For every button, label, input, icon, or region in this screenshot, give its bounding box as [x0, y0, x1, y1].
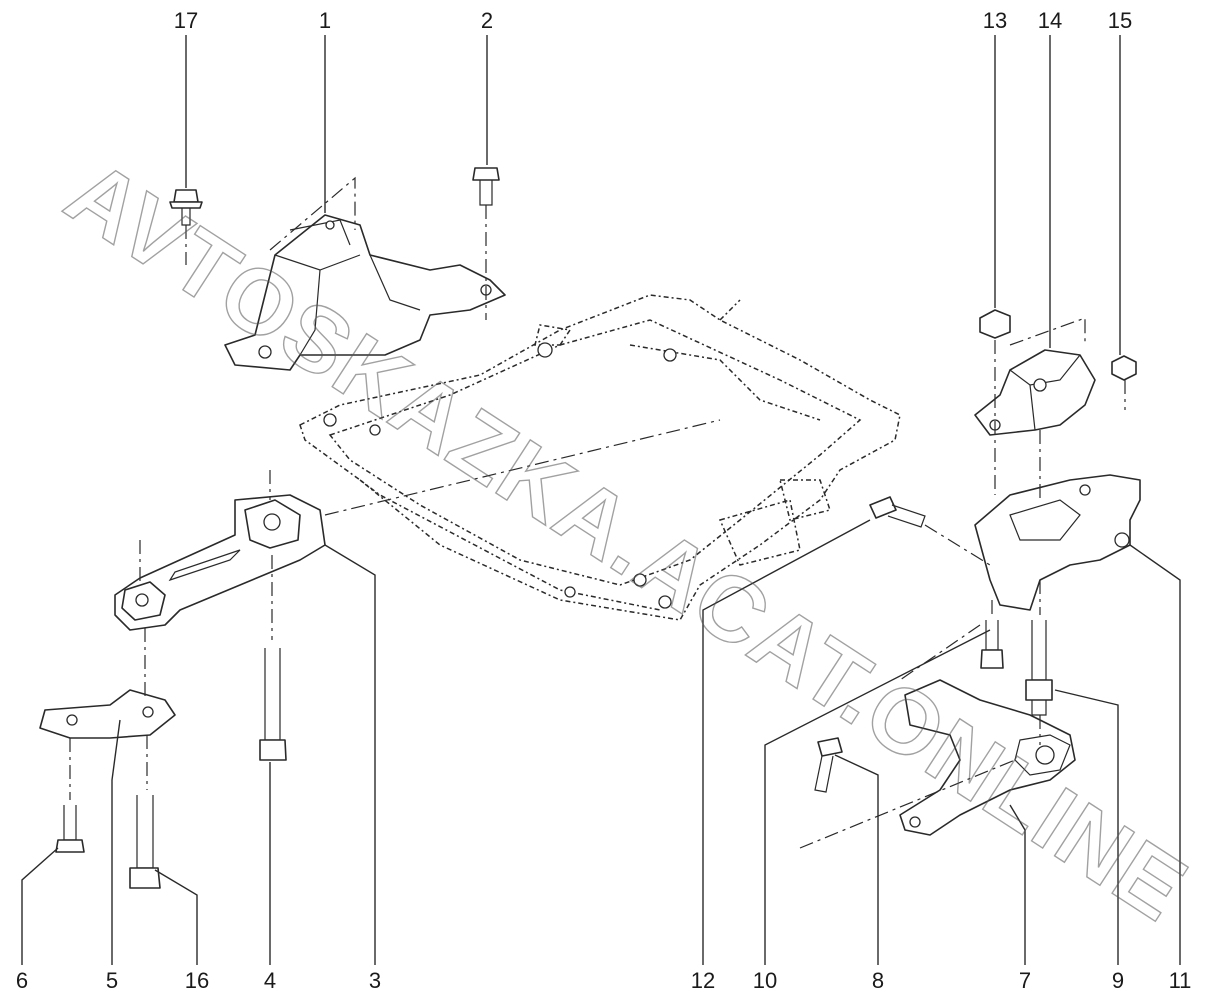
- nut-13: [979, 309, 1011, 339]
- callout-16: 16: [185, 968, 209, 993]
- callout-13: 13: [983, 8, 1007, 33]
- callout-5: 5: [106, 968, 118, 993]
- callout-17: 17: [174, 8, 198, 33]
- leader-lines: [21, 35, 1181, 965]
- callout-11: 11: [1169, 968, 1192, 993]
- callout-15: 15: [1108, 8, 1132, 33]
- subframe: [299, 294, 901, 621]
- engine-mount-left: [224, 214, 506, 371]
- lower-arm-7: [899, 679, 1076, 836]
- callout-10: 10: [753, 968, 777, 993]
- callout-12: 12: [691, 968, 715, 993]
- callout-6: 6: [16, 968, 28, 993]
- assembly-lines: [69, 176, 1126, 849]
- callout-7: 7: [1019, 968, 1031, 993]
- bolt-17: [169, 189, 203, 226]
- bolt-6: [55, 805, 85, 853]
- engine-mount-right: [974, 349, 1096, 436]
- nut-15: [1111, 355, 1137, 381]
- callout-2: 2: [481, 8, 493, 33]
- callout-8: 8: [872, 968, 884, 993]
- bolt-10: [980, 620, 1004, 669]
- bolt-upper-right: [869, 496, 926, 528]
- bracket-5: [39, 689, 176, 739]
- callout-9: 9: [1112, 968, 1124, 993]
- torque-rod: [114, 494, 326, 631]
- callout-14: 14: [1038, 8, 1062, 33]
- callout-numbers: 17 1 2 13 14 15 6 5 16 4 3 12 10 8 7 9 1…: [16, 8, 1192, 993]
- bolt-8: [814, 737, 843, 793]
- bracket-11: [974, 474, 1141, 611]
- bolt-4: [259, 648, 287, 761]
- callout-4: 4: [264, 968, 276, 993]
- callout-1: 1: [319, 8, 331, 33]
- bolt-2: [472, 167, 500, 206]
- stud-9: [1025, 620, 1053, 716]
- callout-3: 3: [369, 968, 381, 993]
- bolt-16: [129, 795, 161, 889]
